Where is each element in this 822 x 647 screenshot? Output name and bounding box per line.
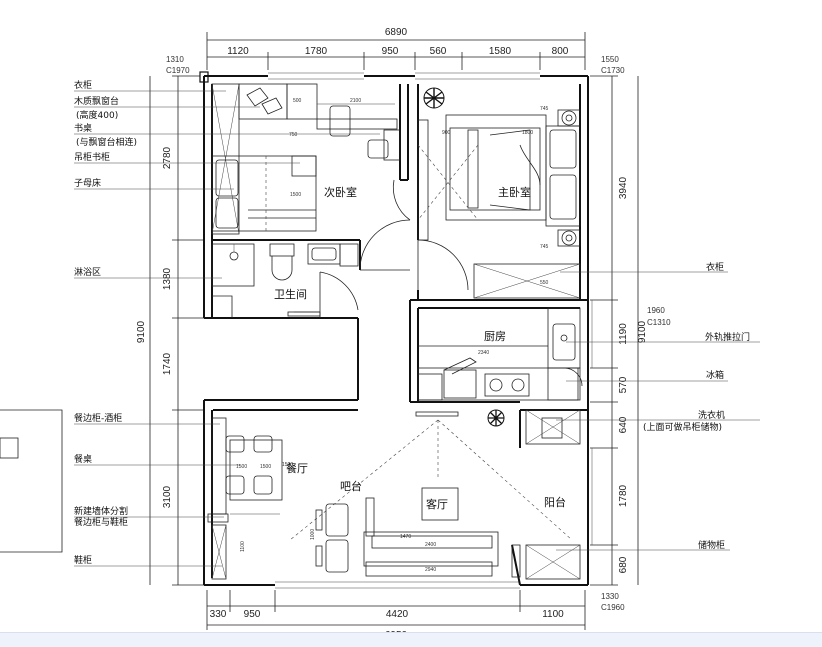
master-bedroom-furniture: 1800 745 745 900 550 [417, 106, 581, 299]
dim-1500a: 1500 [290, 192, 301, 198]
window-code-tr-2: C1730 [601, 66, 625, 75]
top-dim-5: 1580 [489, 46, 512, 57]
left-label-shower: 淋浴区 [74, 266, 101, 278]
dim-2940: 2940 [425, 567, 436, 573]
room-bathroom: 卫生间 [274, 287, 307, 301]
left-dimension-chain: 2780 1380 1740 3100 9100 [136, 75, 205, 586]
window-code-tl-2: C1970 [166, 66, 190, 75]
left-dim-2: 1380 [162, 267, 173, 290]
window-code-br-2: C1960 [601, 603, 625, 612]
left-label-bunk-bed: 子母床 [74, 177, 101, 189]
right-dim-5: 1780 [618, 484, 629, 507]
room-second-bedroom: 次卧室 [324, 185, 357, 199]
right-label-washer-note: (上面可做吊柜储物) [643, 421, 722, 433]
top-dim-6: 800 [552, 46, 569, 57]
left-annotations: 衣柜 木质飘窗台 (高度400) 书桌 (与飘窗台相连) 吊柜书柜 子母床 淋浴… [74, 79, 380, 567]
left-label-new-wall: 新建墙体分割 [74, 505, 128, 517]
right-label-wardrobe: 衣柜 [706, 261, 724, 273]
room-dining: 餐厅 [286, 461, 308, 475]
laundry-storage [525, 409, 581, 580]
left-label-wardrobe: 衣柜 [74, 79, 92, 91]
right-total-dim: 9100 [637, 320, 648, 343]
dim-550: 550 [540, 280, 549, 286]
room-living: 客厅 [426, 497, 448, 511]
top-total-dim: 6890 [385, 27, 408, 38]
right-dim-3: 570 [618, 376, 629, 393]
left-label-shoe-sideboard: 餐边柜与鞋柜 [74, 516, 128, 528]
left-label-wine-cabinet: 餐边柜-酒柜 [74, 412, 122, 424]
dim-745b: 745 [540, 244, 549, 250]
top-dim-4: 560 [430, 46, 447, 57]
right-annotations: 衣柜 外轨推拉门 冰箱 洗衣机 (上面可做吊柜储物) 储物柜 [556, 261, 760, 551]
right-dim-4: 640 [618, 416, 629, 433]
walls [199, 71, 593, 589]
window-code-br-1: 1330 [601, 592, 619, 601]
dim-2340: 2340 [478, 350, 489, 356]
bathroom-fixtures [211, 243, 359, 318]
dim-1500b: 1500 [236, 464, 247, 470]
top-dimension-chain: 6890 1120 1780 950 560 1580 800 [206, 27, 586, 70]
dim-1470: 1470 [400, 534, 411, 540]
left-label-bay-window: 木质飘窗台 [74, 95, 119, 107]
kitchen-fixtures: 2340 [417, 307, 583, 401]
window-code-rm-1: 1960 [647, 306, 665, 315]
dining-furniture: 1500 1500 1500 1100 [207, 417, 293, 580]
viewer-bottom-bar [0, 632, 822, 647]
right-label-fridge: 冰箱 [706, 369, 724, 381]
window-codes: 1310 C1970 1550 C1730 1960 C1310 1330 C1… [166, 55, 671, 612]
right-label-washer: 洗衣机 [698, 409, 725, 421]
window-code-rm-2: C1310 [647, 318, 671, 327]
bottom-dim-3: 4420 [386, 609, 409, 620]
top-dim-1: 1120 [227, 46, 249, 57]
bottom-dim-4: 1100 [542, 609, 564, 620]
right-dim-1: 3940 [618, 176, 629, 199]
left-label-bookshelf: 吊柜书柜 [74, 151, 110, 163]
left-dim-3: 1740 [162, 352, 173, 375]
plant-icons [423, 87, 505, 427]
dim-1500d: 1500 [282, 462, 293, 468]
bottom-dim-2: 950 [244, 609, 261, 620]
left-dim-1: 2780 [162, 146, 173, 169]
left-label-desk: 书桌 [74, 122, 92, 134]
left-label-shoe-cabinet: 鞋柜 [74, 554, 92, 566]
adjacent-drawing-fragment [0, 409, 63, 553]
right-dim-6: 680 [618, 556, 629, 573]
left-label-bay-height: (高度400) [76, 109, 118, 121]
top-dim-2: 1780 [305, 46, 328, 57]
second-bedroom-furniture: 500 2100 750 1500 [211, 83, 401, 235]
doors [319, 179, 469, 318]
dim-900: 900 [442, 130, 451, 136]
room-labels: 次卧室 主卧室 卫生间 厨房 餐厅 吧台 客厅 阳台 [274, 185, 566, 511]
right-label-sliding-door: 外轨推拉门 [705, 331, 750, 343]
room-kitchen: 厨房 [484, 330, 506, 343]
left-dim-4: 3100 [162, 485, 173, 508]
dim-500: 500 [293, 98, 302, 104]
dim-2100: 2100 [350, 98, 361, 104]
left-total-dim: 9100 [136, 320, 147, 343]
living-furniture: 1000 2400 2940 1470 [289, 411, 573, 578]
room-bar: 吧台 [340, 479, 362, 493]
dim-1500c: 1500 [260, 464, 271, 470]
dim-1800: 1800 [522, 130, 533, 136]
window-code-tr-1: 1550 [601, 55, 619, 64]
top-dim-3: 950 [382, 46, 399, 57]
room-master-bedroom: 主卧室 [498, 185, 531, 199]
dim-745a: 745 [540, 106, 549, 112]
right-label-storage: 储物柜 [698, 539, 725, 551]
left-label-desk-note: (与飘窗台相连) [76, 136, 137, 148]
dim-2400: 2400 [425, 542, 436, 548]
dim-1100: 1100 [240, 541, 246, 552]
dim-750: 750 [289, 132, 298, 138]
right-dimension-chain: 3940 1190 570 640 1780 680 9100 [590, 75, 648, 586]
room-balcony: 阳台 [544, 495, 566, 509]
dim-1000: 1000 [310, 529, 316, 540]
right-dim-2: 1190 [618, 323, 629, 345]
bottom-dim-1: 330 [210, 609, 227, 620]
left-label-dining-table: 餐桌 [74, 453, 92, 465]
window-code-tl-1: 1310 [166, 55, 184, 64]
